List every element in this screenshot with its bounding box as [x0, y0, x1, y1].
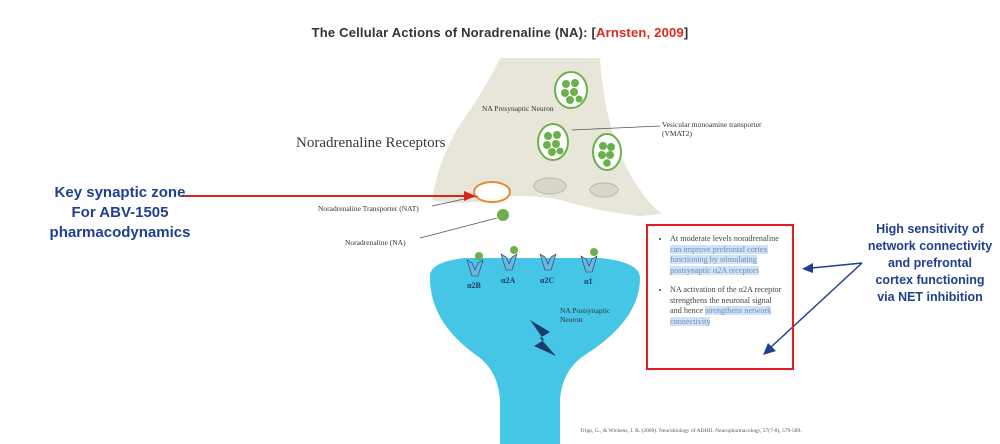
- key-zone-line: Key synaptic zone: [54, 184, 186, 201]
- high-sensitivity-annotation: High sensitivity of network connectivity…: [860, 221, 1000, 306]
- blue-arrow-up: [811, 262, 863, 269]
- title-close: ]: [683, 25, 689, 40]
- key-zone-line: For ABV-1505: [71, 204, 169, 221]
- release-site: [533, 177, 567, 195]
- release-site: [589, 182, 619, 198]
- receptor-label: α1: [584, 277, 593, 286]
- key-zone-line: pharmacodynamics: [49, 224, 191, 241]
- title-reference: Arnsten, 2009: [596, 25, 684, 40]
- vmat-leader: [571, 125, 661, 131]
- na-label: Noradrenaline (NA): [345, 238, 406, 247]
- blue-arrow-down: [769, 262, 863, 349]
- high-sensitivity-line: via NET inhibition: [877, 290, 983, 304]
- high-sensitivity-line: network connectivity: [867, 239, 993, 253]
- citation: Tripp, G., & Wickens, J. R. (2009). Neur…: [580, 428, 802, 434]
- high-sensitivity-line: cortex functioning: [875, 273, 985, 287]
- vmat-label: Vesicular monoamine transporter (VMAT2): [662, 120, 762, 138]
- postsynaptic-label: NA Postsynaptic Neuron: [560, 306, 611, 324]
- effects-box: At moderate levels noradrenaline can imp…: [646, 224, 794, 370]
- effects-bullet: At moderate levels noradrenaline can imp…: [670, 234, 784, 276]
- bullet-text: At moderate levels noradrenaline: [670, 234, 779, 243]
- lightning-bolt: [530, 320, 556, 356]
- title-text: The Cellular Actions of Noradrenaline (N…: [311, 25, 597, 40]
- nat-label: Noradrenaline Transporter (NAT): [318, 204, 419, 213]
- effects-bullet: NA activation of the α2A receptor streng…: [670, 285, 784, 327]
- receptor-label: α2B: [467, 281, 481, 290]
- receptor-a2b: [466, 252, 484, 277]
- receptor-label: α2A: [501, 276, 516, 285]
- high-sensitivity-line: High sensitivity of: [876, 222, 984, 236]
- presynaptic-label: NA Presynaptic Neuron: [482, 104, 554, 113]
- effects-list: At moderate levels noradrenaline can imp…: [658, 234, 784, 327]
- receptor-a2c: [539, 253, 557, 271]
- receptors-heading: Noradrenaline Receptors: [296, 135, 446, 151]
- vesicle: [554, 71, 588, 109]
- postsynaptic-neuron: [429, 258, 640, 444]
- na-molecule: [497, 209, 509, 221]
- figure-title: The Cellular Actions of Noradrenaline (N…: [0, 25, 1000, 40]
- blue-arrowhead-down: [763, 343, 776, 355]
- na-leader: [419, 217, 498, 239]
- nat-transporter: [473, 181, 511, 203]
- red-arrowhead: [464, 191, 476, 201]
- receptor-label: α2C: [540, 276, 555, 285]
- receptor-a2a: [500, 246, 518, 271]
- bullet-highlight: can improve prefrontal cortex functionin…: [670, 244, 768, 275]
- vesicle: [537, 123, 569, 161]
- key-zone-annotation: Key synaptic zone For ABV-1505 pharmacod…: [20, 183, 220, 243]
- vesicle: [592, 133, 622, 171]
- receptor-a1: [580, 248, 598, 273]
- blue-arrowhead-up: [802, 263, 813, 273]
- bullet-text: NA activation of the α2A receptor streng…: [670, 285, 782, 315]
- high-sensitivity-line: and prefrontal: [887, 256, 973, 270]
